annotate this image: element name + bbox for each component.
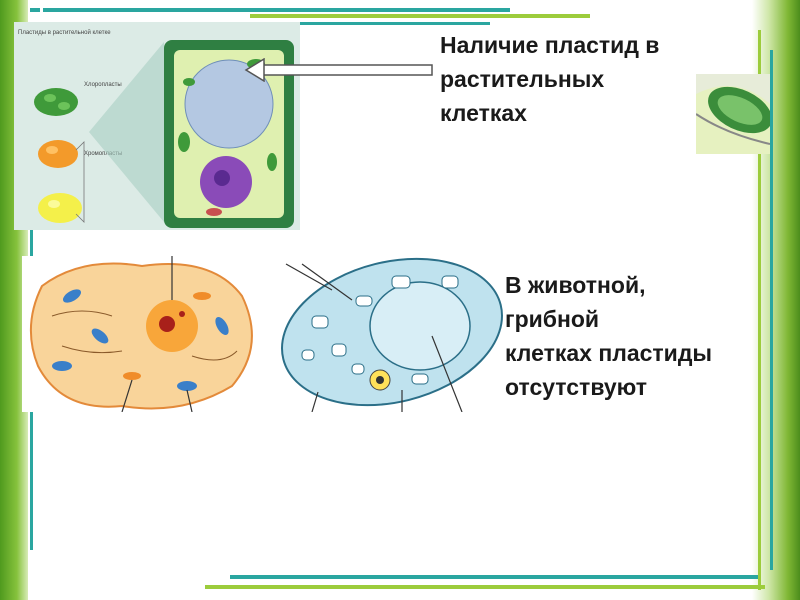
label-chloroplasts: Хлоропласты [84, 82, 122, 88]
bottom-line-lime [205, 585, 765, 589]
slide-body-text: В животной, грибной клетках пластиды отс… [505, 268, 795, 404]
bottom-line-teal [230, 575, 760, 579]
top-line-short [280, 22, 490, 25]
body-line: отсутствуют [505, 374, 648, 400]
chloroplast-closeup [696, 74, 770, 154]
leucoplast-cluster-icon [38, 193, 82, 223]
body-line: грибной [505, 306, 600, 332]
vacuole [184, 59, 274, 149]
heading-line: Наличие пластид в [440, 32, 660, 58]
slide-heading: Наличие пластид в растительных клетках [440, 28, 740, 130]
fungal-cell-figure [272, 256, 504, 412]
plant-cell-figure: Пластиды в растительной клетке Хлороплас… [14, 22, 300, 230]
top-line-lime [250, 14, 590, 18]
label-chromoplasts: Хромопласты [84, 151, 122, 157]
chloroplast-cluster-icon [34, 88, 78, 116]
left-line-2 [40, 0, 43, 22]
fungal-vacuole [369, 281, 471, 371]
animal-cell-figure [22, 256, 266, 412]
body-line: клетках пластиды [505, 340, 713, 366]
heading-line: растительных [440, 66, 605, 92]
figure-caption: Пластиды в растительной клетке [18, 29, 111, 36]
body-line: В животной, [505, 272, 646, 298]
right-line-1 [758, 30, 761, 590]
heading-line: клетках [440, 100, 527, 126]
arrow-icon [244, 58, 433, 82]
right-line-2 [770, 50, 773, 570]
top-line-teal [30, 8, 510, 12]
chromoplast-cluster-icon [38, 140, 78, 168]
